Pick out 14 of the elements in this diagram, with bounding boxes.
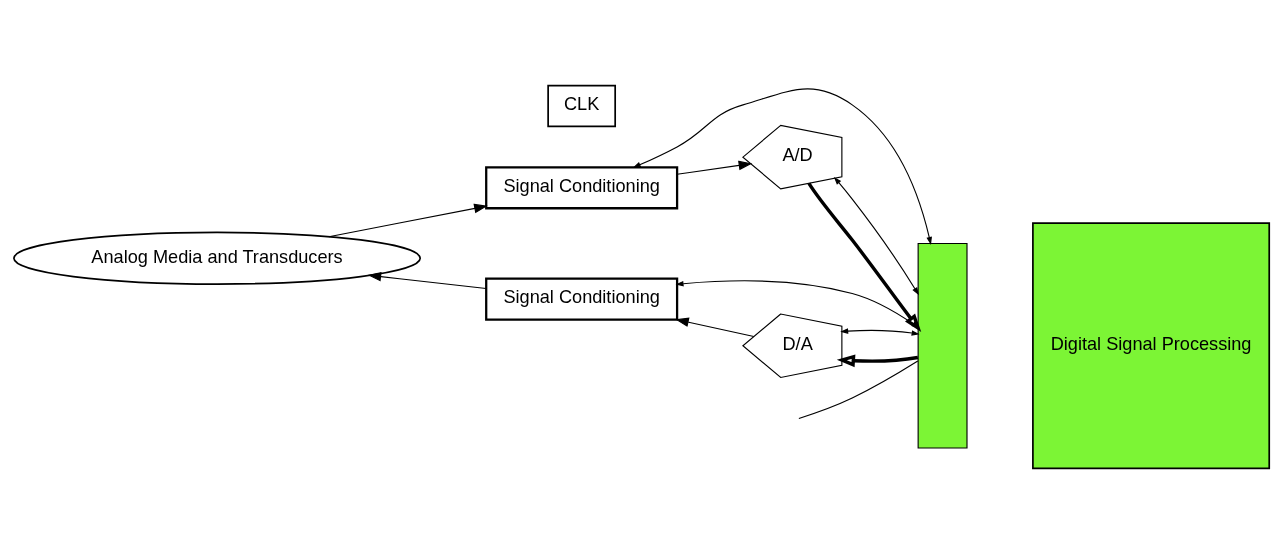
- arrow: [836, 354, 919, 368]
- arrow: [833, 176, 919, 296]
- node-box: Digital Signal Processing: [1032, 222, 1271, 470]
- arrow: [328, 203, 488, 238]
- arrow: [676, 160, 753, 175]
- node-box: CLK: [547, 84, 616, 128]
- arrow: [632, 88, 932, 245]
- node-bar: [917, 242, 968, 449]
- arrow: [675, 317, 755, 337]
- connector: [798, 360, 919, 419]
- node-box: Signal Conditioning: [485, 166, 679, 210]
- node-box: Signal Conditioning: [485, 277, 679, 321]
- arrow: [840, 328, 920, 336]
- arrow: [367, 271, 487, 290]
